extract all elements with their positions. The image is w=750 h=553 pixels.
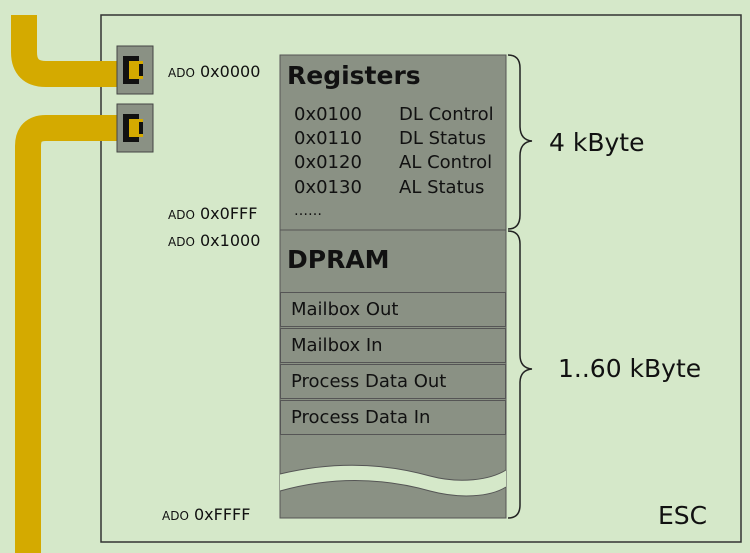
esc-label: ESC <box>658 501 708 530</box>
address-value: 0xFFFF <box>194 505 251 524</box>
bus-line-top <box>11 15 122 87</box>
address-start-label: ADO 0x0000 <box>168 62 260 81</box>
registers-size-label: 4 kByte <box>549 128 645 157</box>
memory-break <box>280 465 506 496</box>
bus-line-bottom <box>15 115 122 553</box>
process-data-in-area: Process Data In <box>280 400 506 435</box>
registers-title: Registers <box>287 61 421 90</box>
dpram-title: DPRAM <box>287 245 390 274</box>
ethernet-port-icon <box>116 103 154 153</box>
register-name: AL Control <box>399 152 493 173</box>
registers-brace <box>507 54 533 230</box>
process-data-out-area: Process Data Out <box>280 364 506 399</box>
registers-block <box>279 54 507 231</box>
address-reg-end-label: ADO 0x0FFF <box>168 204 257 223</box>
esc-frame <box>100 14 742 543</box>
dpram-size-label: 1..60 kByte <box>558 354 702 383</box>
address-value: 0x1000 <box>200 231 261 250</box>
register-address: 0x0130 <box>294 177 362 198</box>
register-name: DL Control <box>399 104 494 125</box>
address-prefix: ADO <box>168 235 195 249</box>
dpram-brace <box>507 230 533 519</box>
address-prefix: ADO <box>168 66 195 80</box>
address-value: 0x0FFF <box>200 204 258 223</box>
address-dpram-start-label: ADO 0x1000 <box>168 231 260 250</box>
register-name: AL Status <box>399 177 485 198</box>
registers-more: …… <box>294 203 322 219</box>
address-end-label: ADO 0xFFFF <box>162 505 250 524</box>
ethernet-port-icon <box>116 45 154 95</box>
address-prefix: ADO <box>162 509 189 523</box>
register-address: 0x0120 <box>294 152 362 173</box>
register-name: DL Status <box>399 128 486 149</box>
address-prefix: ADO <box>168 208 195 222</box>
register-address: 0x0100 <box>294 104 362 125</box>
mailbox-in-area: Mailbox In <box>280 328 506 363</box>
register-address: 0x0110 <box>294 128 362 149</box>
mailbox-out-area: Mailbox Out <box>280 292 506 327</box>
address-value: 0x0000 <box>200 62 261 81</box>
